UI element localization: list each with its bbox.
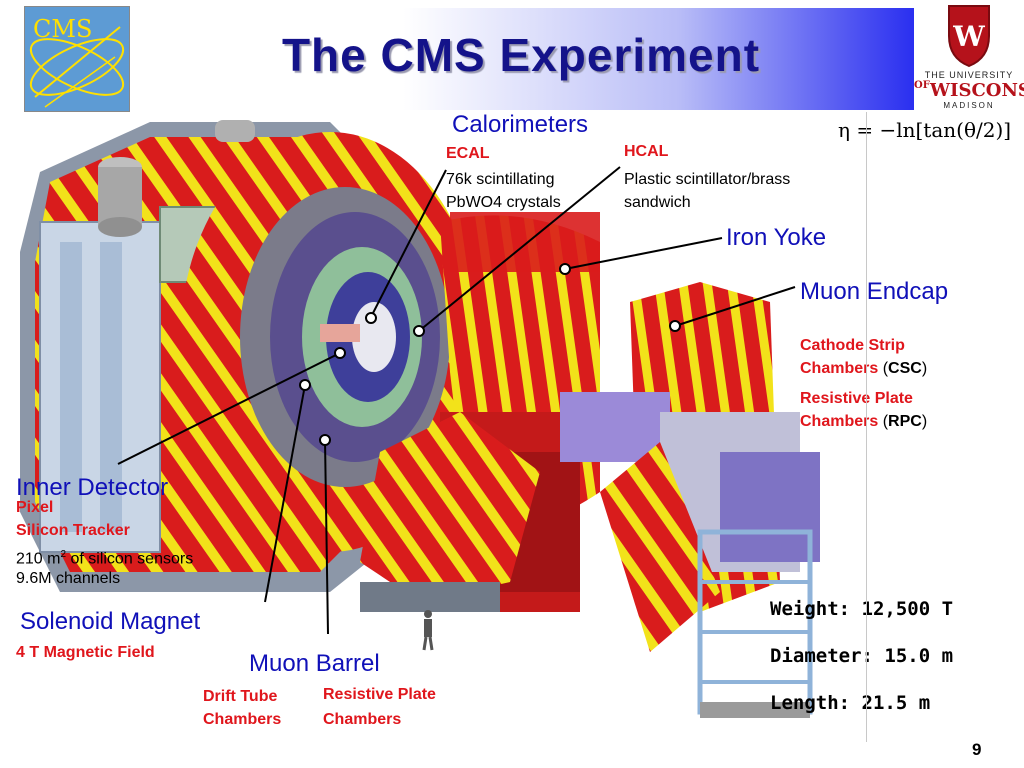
support-structure: [697, 529, 813, 718]
label-rpc-1: Resistive Plate: [800, 390, 913, 407]
label-hcal-desc-1: Plastic scintillator/brass: [624, 171, 791, 188]
uw-crest-icon: W: [948, 5, 990, 68]
slide-title: The CMS Experiment: [281, 29, 761, 81]
label-barrel-rpc-2: Chambers: [323, 711, 402, 728]
person-scale-icon: [422, 610, 434, 651]
label-dt-1: Drift Tube: [203, 688, 278, 705]
stat-diameter: Diameter: 15.0 m: [770, 645, 954, 667]
right-divider: [866, 112, 867, 742]
label-channels: 9.6M channels: [16, 570, 121, 587]
label-barrel-rpc-1: Resistive Plate: [323, 686, 436, 703]
label-silicon-tracker: Silicon Tracker: [16, 522, 130, 539]
label-calorimeters: Calorimeters: [452, 111, 589, 138]
label-muon-barrel: Muon Barrel: [249, 650, 380, 677]
uw-madison: MADISON: [943, 101, 995, 110]
label-hcal-desc-2: sandwich: [624, 194, 691, 211]
label-rpc-2: Chambers (RPC): [800, 413, 928, 430]
cms-logo: CMS: [24, 6, 130, 112]
label-silicon-area: 210 m2 of silicon sensors: [16, 549, 194, 568]
uw-wisconsin: OFWISCONSIN: [914, 80, 1024, 101]
title-bar: The CMS Experiment: [128, 8, 914, 110]
label-ecal: ECAL: [446, 145, 490, 162]
label-muon-endcap: Muon Endcap: [800, 278, 949, 305]
label-inner-detector: Inner Detector: [16, 474, 169, 501]
leader-dots: [299, 263, 681, 446]
cms-logo-graphic: [29, 26, 125, 108]
label-dt-2: Chambers: [203, 711, 282, 728]
label-ecal-desc-1: 76k scintillating: [446, 171, 555, 188]
leader-lines: [117, 166, 796, 635]
uw-crest-letter: W: [952, 20, 985, 53]
label-ecal-desc-2: PbWO4 crystals: [446, 194, 561, 211]
lower-barrel-segment: [360, 412, 540, 612]
label-csc-2: Chambers (CSC): [800, 360, 928, 377]
uw-logo: W THE UNIVERSITY OFWISCONSIN MADISON: [914, 0, 1024, 112]
uw-the-university: THE UNIVERSITY: [924, 70, 1014, 80]
cms-detector-illustration: [20, 120, 820, 718]
label-pixel: Pixel: [16, 499, 54, 516]
label-solenoid: Solenoid Magnet: [20, 608, 201, 635]
label-iron-yoke: Iron Yoke: [726, 224, 827, 251]
cms-logo-text: CMS: [33, 15, 93, 43]
label-hcal: HCAL: [624, 143, 669, 160]
label-csc-1: Cathode Strip: [800, 337, 905, 354]
page-number: 9: [972, 740, 982, 759]
label-field: 4 T Magnetic Field: [16, 644, 155, 661]
stat-length: Length: 21.5 m: [770, 692, 931, 714]
stat-weight: Weight: 12,500 T: [770, 598, 954, 620]
right-endcap: [560, 282, 820, 652]
